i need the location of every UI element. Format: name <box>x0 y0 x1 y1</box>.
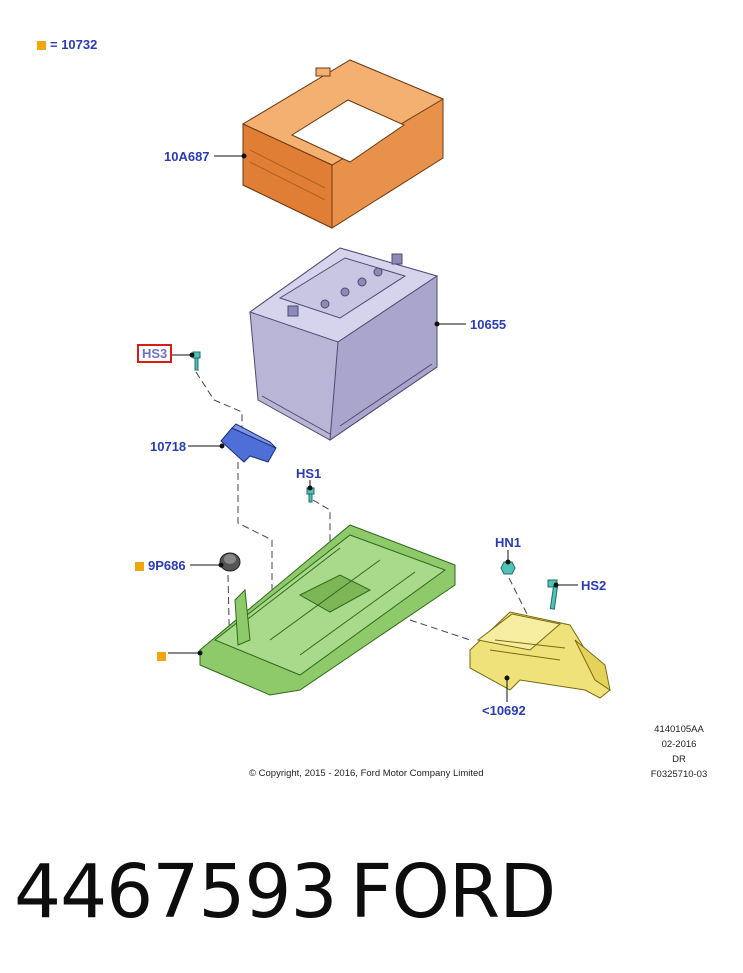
callout-tray <box>157 648 170 663</box>
callout-hs3-label: HS3 <box>137 344 173 363</box>
callout-hs2: HS2 <box>581 578 607 593</box>
brand-name: FORD <box>350 849 556 935</box>
battery-tray <box>199 524 456 696</box>
battery-hold-down-clamp <box>220 423 277 463</box>
meta-date: 02-2016 <box>661 739 697 750</box>
callout-hs1: HS1 <box>296 466 322 481</box>
meta-dr: DR <box>672 754 686 765</box>
grommet-square-icon <box>135 562 144 572</box>
callout-grommet: 9P686 <box>135 558 186 573</box>
meta-figure: F0325710-03 <box>650 769 708 780</box>
battery-tray-cover <box>241 59 445 229</box>
legend-label: = 10732 <box>50 37 98 52</box>
callout-hs3: HS3 <box>137 344 173 363</box>
nut-hn1 <box>500 561 516 575</box>
legend-10732: = 10732 <box>37 37 97 52</box>
battery-tray-support <box>469 611 611 699</box>
copyright-notice: © Copyright, 2015 - 2016, Ford Motor Com… <box>249 768 484 779</box>
callout-hn1: HN1 <box>495 535 522 550</box>
tray-square-icon <box>157 652 166 662</box>
leader-lines <box>168 153 578 702</box>
battery <box>248 247 439 442</box>
callout-support: <10692 <box>482 703 526 718</box>
callout-battery: 10655 <box>470 317 507 332</box>
callout-clamp: 10718 <box>150 439 187 454</box>
part-number: 4467593 <box>14 849 338 935</box>
meta-code: 4140105AA <box>654 724 704 735</box>
grommet <box>219 552 241 572</box>
callout-grommet-label: 9P686 <box>148 558 186 573</box>
callout-tray-cover: 10A687 <box>164 149 210 164</box>
legend-square-icon <box>37 41 46 51</box>
